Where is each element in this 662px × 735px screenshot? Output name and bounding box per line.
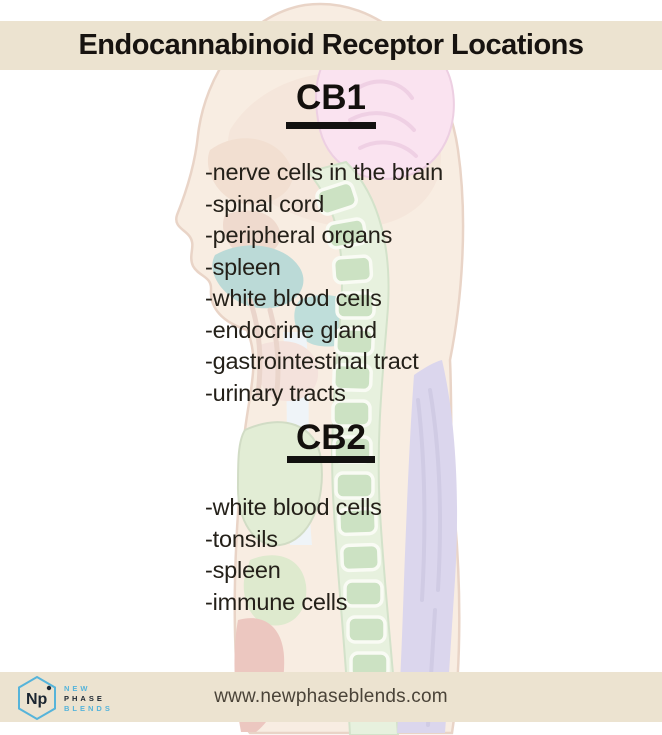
list-item: -urinary tracts <box>205 379 346 406</box>
cb2-heading: CB2 <box>295 418 367 457</box>
footer-bar: www.newphaseblends.com Np NEW PHASE BLEN… <box>0 672 662 722</box>
cb1-heading-underline <box>286 122 376 129</box>
logo-line-new: NEW <box>64 683 91 693</box>
page-title: Endocannabinoid Receptor Locations <box>78 29 584 61</box>
logo-monogram: Np <box>26 691 48 708</box>
list-item: -white blood cells <box>205 494 382 520</box>
website-url: www.newphaseblends.com <box>214 686 448 707</box>
list-item: -immune cells <box>205 588 348 615</box>
header-banner: Endocannabinoid Receptor Locations <box>0 21 662 70</box>
logo-line-phase: PHASE <box>64 693 105 703</box>
list-item: -spleen <box>205 253 281 280</box>
list-item: -nerve cells in the brain <box>205 159 443 185</box>
logo-wordmark: NEW PHASE BLENDS <box>64 684 113 713</box>
cb1-location-list: -nerve cells in the brain -spinal cord -… <box>205 157 443 409</box>
logo-hexagon-icon: Np <box>18 675 56 721</box>
cb2-heading-underline <box>287 456 375 463</box>
list-item: -white blood cells <box>205 285 382 311</box>
list-item: -tonsils <box>205 525 278 552</box>
cb1-heading: CB1 <box>295 78 367 117</box>
list-item: -peripheral organs <box>205 222 393 248</box>
cb2-location-list: -white blood cells -tonsils -spleen -imm… <box>205 492 382 618</box>
list-item: -spleen <box>205 557 281 583</box>
logo-line-blends: BLENDS <box>64 703 113 713</box>
list-item: -spinal cord <box>205 190 325 217</box>
list-item: -gastrointestinal tract <box>205 348 419 374</box>
new-phase-blends-logo: Np NEW PHASE BLENDS <box>15 675 113 721</box>
list-item: -endocrine gland <box>205 316 377 343</box>
